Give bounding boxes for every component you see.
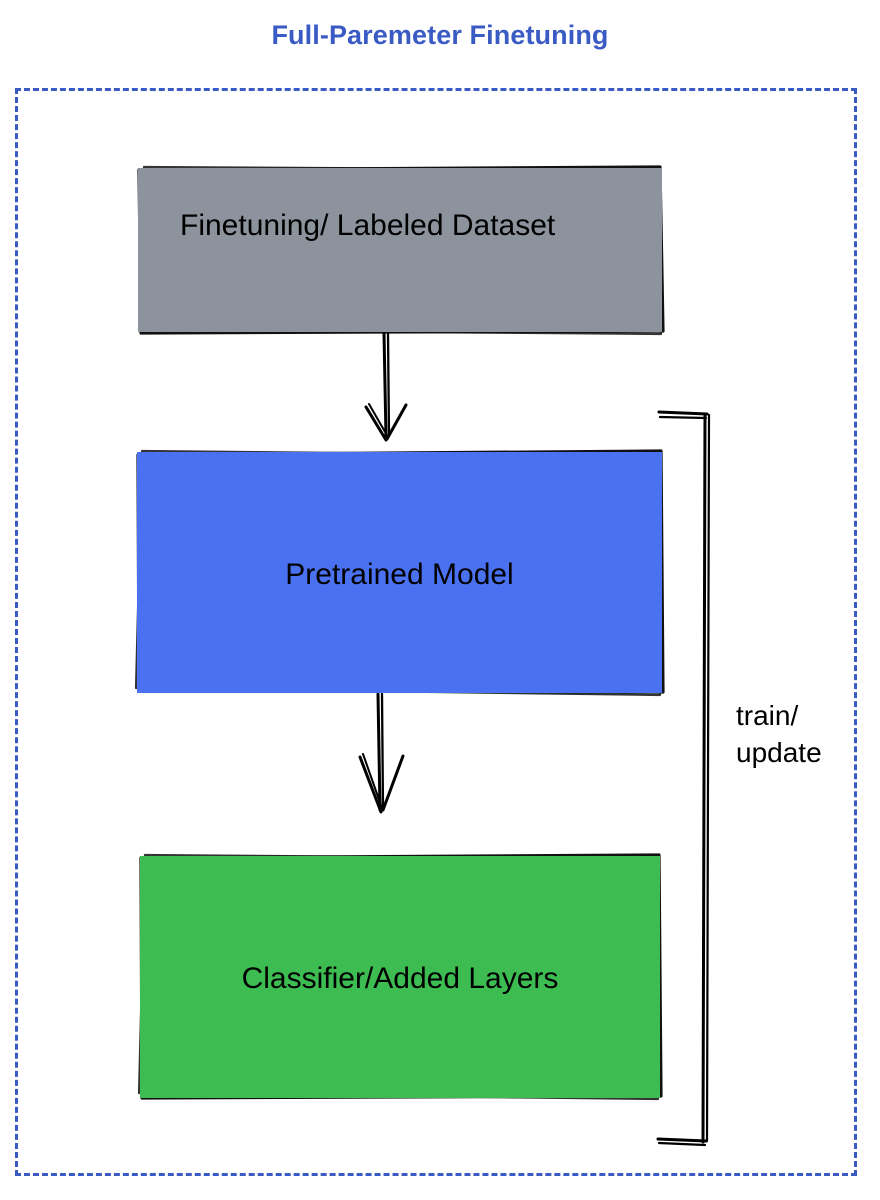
page-title: Full-Paremeter Finetuning bbox=[271, 20, 609, 50]
node-dataset[interactable]: Finetuning/ Labeled Dataset bbox=[138, 168, 662, 332]
edge-label-train-update: train/ update bbox=[736, 700, 822, 768]
dashed-boundary-container bbox=[15, 88, 857, 1176]
node-classifier-label: Classifier/Added Layers bbox=[241, 961, 559, 995]
node-classifier[interactable]: Classifier/Added Layers bbox=[140, 856, 660, 1098]
node-dataset-label: Finetuning/ Labeled Dataset bbox=[180, 208, 556, 242]
node-pretrained-model-label: Pretrained Model bbox=[285, 558, 514, 592]
node-pretrained-model[interactable]: Pretrained Model bbox=[137, 452, 662, 693]
